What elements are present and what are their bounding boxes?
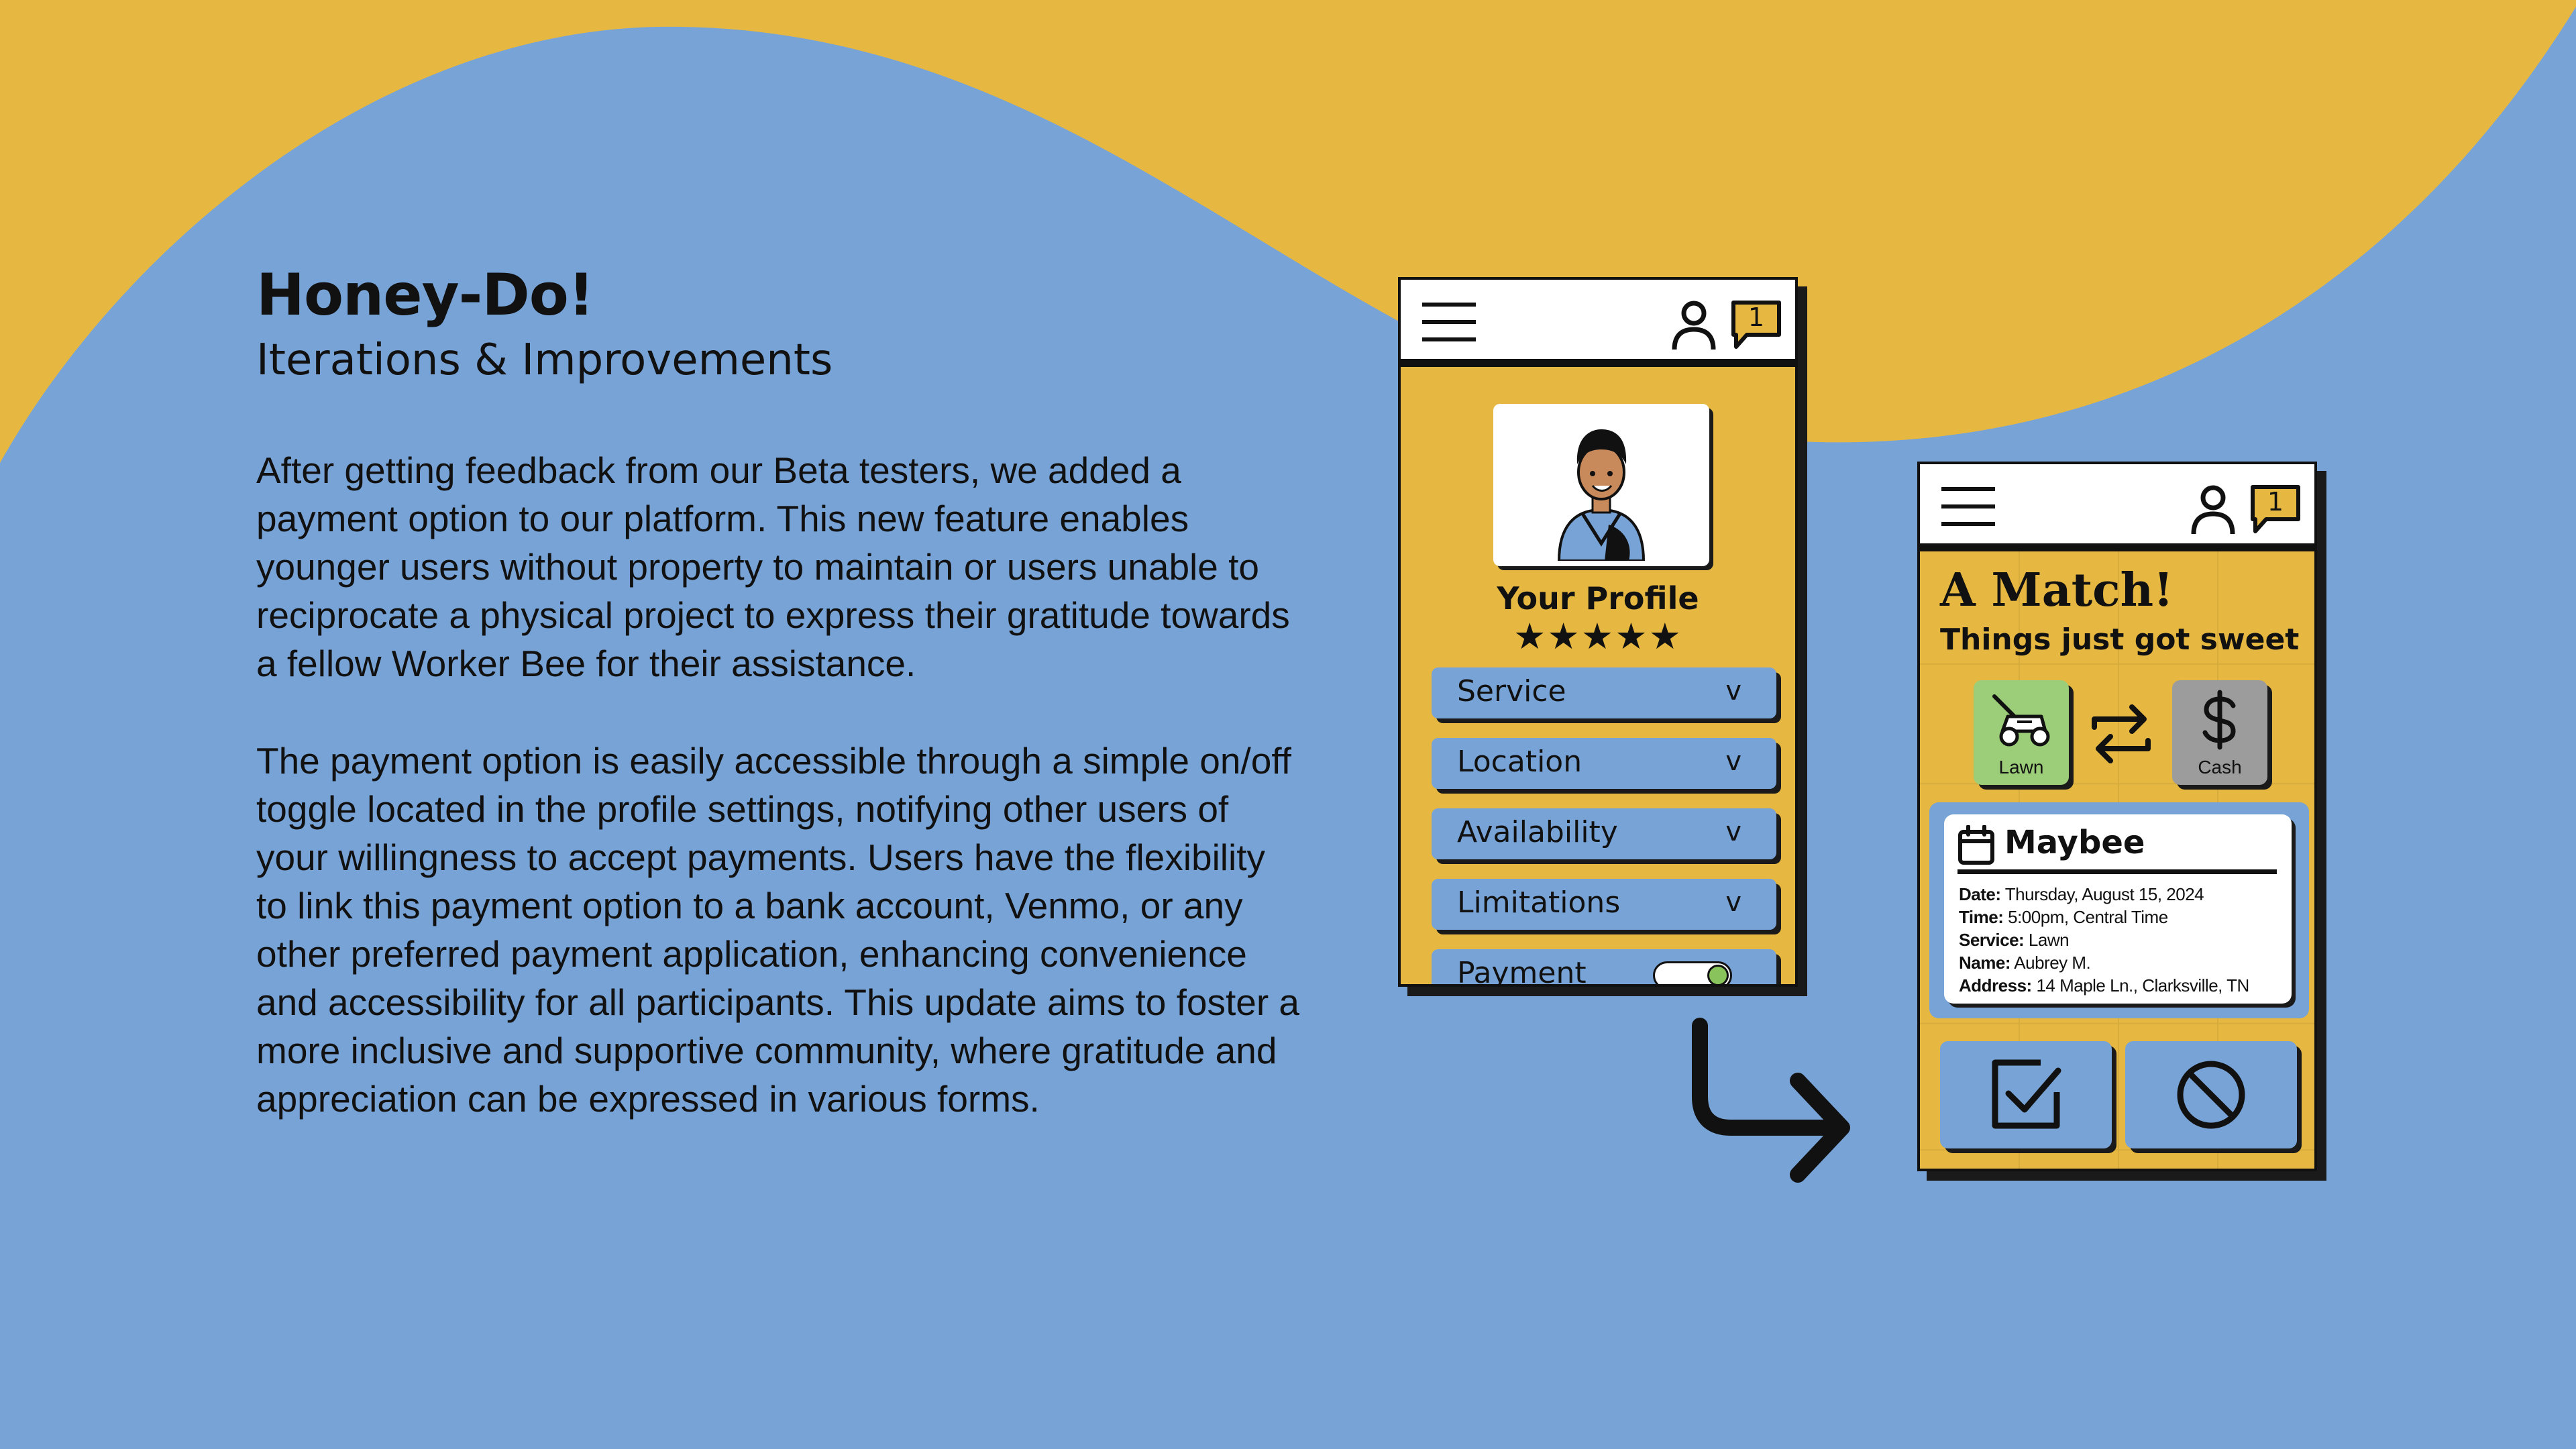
event-name: Maybee xyxy=(2004,824,2145,861)
profile-title: Your Profile xyxy=(1497,580,1699,616)
dropdown-service[interactable]: Service v xyxy=(1432,667,1776,718)
payment-toggle[interactable] xyxy=(1653,961,1732,984)
page-subtitle: Iterations & Improvements xyxy=(256,335,833,385)
dropdown-limitations[interactable]: Limitations v xyxy=(1432,879,1776,930)
app-header: 1 xyxy=(1920,464,2314,551)
arrow-turn-right-icon xyxy=(1692,1018,1850,1183)
event-service: Service: Lawn xyxy=(1959,930,2070,950)
chevron-down-icon: v xyxy=(1725,746,1741,777)
intro-paragraph: After getting feedback from our Beta tes… xyxy=(256,449,1290,684)
user-icon[interactable] xyxy=(2190,484,2237,535)
accept-button[interactable] xyxy=(1940,1041,2112,1148)
dropdown-label: Limitations xyxy=(1457,885,1621,920)
notification-count: 1 xyxy=(2267,487,2284,517)
profile-screen: 1 Your Profile ★★★★★ Service v Location … xyxy=(1398,277,1798,987)
prohibited-icon xyxy=(2177,1061,2245,1129)
user-icon[interactable] xyxy=(1670,300,1717,351)
chat-bubble-icon[interactable] xyxy=(2249,483,2302,535)
request-label: Cash xyxy=(2198,757,2242,777)
event-date: Date: Thursday, August 15, 2024 xyxy=(1959,884,2204,904)
request-tile-cash[interactable]: Cash xyxy=(2172,680,2267,785)
dropdown-availability[interactable]: Availability v xyxy=(1432,808,1776,859)
chevron-down-icon: v xyxy=(1725,676,1741,706)
match-subtitle: Things just got sweet xyxy=(1940,623,2300,657)
event-panel: Maybee Date: Thursday, August 15, 2024 T… xyxy=(1929,802,2309,1018)
event-divider xyxy=(1957,869,2277,874)
offer-label: Lawn xyxy=(1998,757,2044,777)
lawn-mower-icon xyxy=(1992,694,2050,747)
match-title: A Match! xyxy=(1940,564,2174,617)
app-header: 1 xyxy=(1401,280,1795,367)
hamburger-icon[interactable] xyxy=(1421,300,1477,344)
event-card[interactable]: Maybee Date: Thursday, August 15, 2024 T… xyxy=(1944,814,2292,1004)
decline-button[interactable] xyxy=(2125,1041,2297,1148)
dropdown-label: Location xyxy=(1457,745,1582,779)
toggle-knob xyxy=(1707,965,1729,984)
calendar-icon xyxy=(1958,825,1994,865)
payment-label: Payment xyxy=(1457,956,1587,987)
swap-arrows-icon xyxy=(2092,704,2151,763)
event-person: Name: Aubrey M. xyxy=(1959,953,2091,973)
hamburger-icon[interactable] xyxy=(1940,484,1996,529)
event-time: Time: 5:00pm, Central Time xyxy=(1959,907,2168,927)
dropdown-location[interactable]: Location v xyxy=(1432,738,1776,789)
chat-bubble-icon[interactable] xyxy=(1729,299,1783,351)
offer-tile-lawn[interactable]: Lawn xyxy=(1974,680,2069,785)
dropdown-label: Service xyxy=(1457,674,1566,708)
dropdown-label: Availability xyxy=(1457,815,1618,849)
checkbox-icon xyxy=(1992,1059,2061,1129)
chevron-down-icon: v xyxy=(1725,816,1741,847)
event-address: Address: 14 Maple Ln., Clarksville, TN xyxy=(1959,975,2249,996)
dollar-icon xyxy=(2202,690,2236,750)
payment-row: Payment xyxy=(1432,949,1776,987)
avatar-illustration xyxy=(1557,429,1646,561)
notification-count: 1 xyxy=(1748,303,1765,332)
payment-paragraph: The payment option is easily accessible … xyxy=(256,740,1300,1120)
page-title: Honey-Do! xyxy=(256,262,594,329)
match-screen: 1 A Match! Things just got sweet Lawn Ca… xyxy=(1917,462,2317,1171)
chevron-down-icon: v xyxy=(1725,887,1741,918)
avatar[interactable] xyxy=(1493,404,1709,566)
rating-stars: ★★★★★ xyxy=(1513,615,1683,657)
